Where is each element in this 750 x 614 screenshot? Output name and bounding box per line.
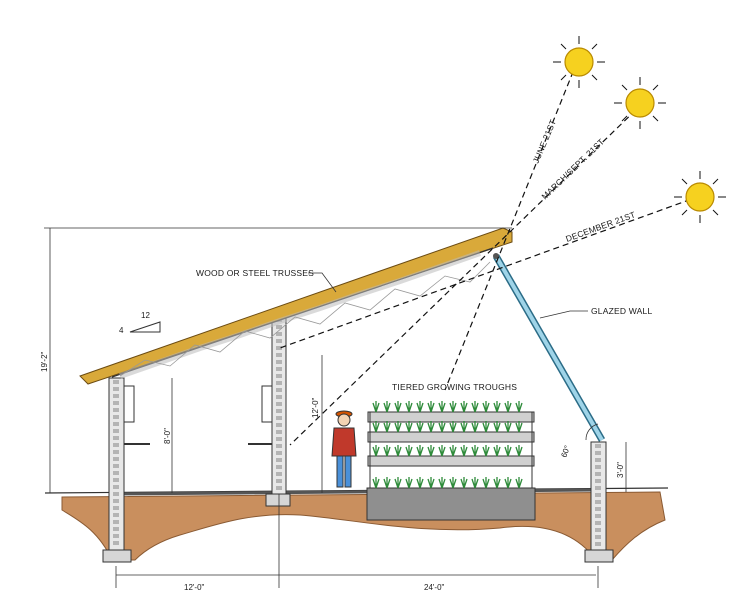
plant-tuft xyxy=(383,445,391,457)
sun-june-icon xyxy=(553,36,605,88)
plant-tuft xyxy=(493,477,501,489)
sun-december-icon xyxy=(674,171,726,223)
plant-tuft xyxy=(460,401,468,413)
footing-right xyxy=(584,549,614,563)
plant-tuft xyxy=(372,401,380,413)
plant-tuft xyxy=(416,401,424,413)
trough-tier-3 xyxy=(367,455,535,467)
dim-width-right-label: 24'-0" xyxy=(424,583,445,592)
plant-tuft xyxy=(515,421,523,433)
dim-overall-height-label: 19'-2" xyxy=(40,351,49,372)
plant-tuft xyxy=(438,477,446,489)
plant-tuft xyxy=(482,477,490,489)
plant-tuft xyxy=(449,445,457,457)
pitch-run: 12 xyxy=(141,311,150,320)
plant-tuft xyxy=(438,445,446,457)
plant-tuft xyxy=(383,477,391,489)
plant-tuft xyxy=(427,421,435,433)
plant-tuft xyxy=(383,401,391,413)
label-glazed-wall: GLAZED WALL xyxy=(591,306,652,316)
wall-left xyxy=(108,377,125,551)
plant-tuft xyxy=(394,421,402,433)
glazing-anchor-top xyxy=(493,253,499,259)
plant-tuft xyxy=(416,445,424,457)
plant-tuft xyxy=(427,445,435,457)
dim-kneewall-label: 3'-0" xyxy=(616,462,625,478)
label-june: JUNE 21ST xyxy=(531,118,558,165)
plant-tuft xyxy=(427,401,435,413)
window-mid xyxy=(261,385,273,423)
plant-rows xyxy=(372,401,523,489)
label-december: DECEMBER 21ST xyxy=(564,209,636,244)
label-troughs: TIERED GROWING TROUGHS xyxy=(392,382,517,392)
roof-pitch-triangle xyxy=(129,321,161,333)
plant-tuft xyxy=(438,421,446,433)
trough-tier-1 xyxy=(367,411,535,423)
sun-march-icon xyxy=(614,77,666,129)
trough-base xyxy=(366,487,536,521)
plant-tuft xyxy=(405,401,413,413)
plant-tuft xyxy=(372,445,380,457)
plant-tuft xyxy=(438,401,446,413)
dim-width-left-label: 12'-0" xyxy=(184,583,205,592)
plant-tuft xyxy=(515,445,523,457)
plant-tuft xyxy=(493,421,501,433)
plant-tuft xyxy=(504,421,512,433)
plant-tuft xyxy=(471,401,479,413)
plant-tuft xyxy=(449,421,457,433)
plant-tuft xyxy=(394,401,402,413)
ray-june xyxy=(444,61,578,391)
plant-tuft xyxy=(482,421,490,433)
trough-tier-2 xyxy=(367,431,535,443)
label-trusses: WOOD OR STEEL TRUSSES xyxy=(196,268,314,278)
plant-tuft xyxy=(416,421,424,433)
plant-tuft xyxy=(416,477,424,489)
plant-tuft xyxy=(504,477,512,489)
plant-tuft xyxy=(383,421,391,433)
plant-tuft xyxy=(515,401,523,413)
plant-tuft xyxy=(515,477,523,489)
window-left xyxy=(123,385,135,423)
kneewall-right xyxy=(590,441,607,551)
pitch-rise: 4 xyxy=(119,326,124,335)
dim-glazing-angle-label: 60° xyxy=(559,444,572,458)
truss-web xyxy=(119,250,481,379)
ray-december xyxy=(279,195,701,349)
footing-mid xyxy=(265,493,291,507)
plant-tuft xyxy=(460,445,468,457)
plant-tuft xyxy=(460,477,468,489)
roof xyxy=(79,227,513,385)
plant-tuft xyxy=(449,401,457,413)
label-march-sept: MARCH/SEPT. 21ST xyxy=(539,137,606,202)
plant-tuft xyxy=(504,445,512,457)
plant-tuft xyxy=(394,477,402,489)
plant-tuft xyxy=(405,445,413,457)
plant-tuft xyxy=(372,421,380,433)
ray-march xyxy=(289,102,644,446)
plant-tuft xyxy=(449,477,457,489)
plant-tuft xyxy=(493,445,501,457)
dim-wall-left-label: 8'-0" xyxy=(163,428,172,444)
plant-tuft xyxy=(493,401,501,413)
plant-tuft xyxy=(405,421,413,433)
footing-left xyxy=(102,549,132,563)
person-figure xyxy=(331,410,357,488)
plant-tuft xyxy=(405,477,413,489)
plant-tuft xyxy=(460,421,468,433)
plant-tuft xyxy=(504,401,512,413)
plant-tuft xyxy=(482,445,490,457)
plant-tuft xyxy=(394,445,402,457)
dim-wall-mid-label: 12'-0" xyxy=(311,397,320,418)
plant-tuft xyxy=(482,401,490,413)
plant-tuft xyxy=(427,477,435,489)
plant-tuft xyxy=(471,477,479,489)
plant-tuft xyxy=(471,445,479,457)
plant-tuft xyxy=(471,421,479,433)
plant-tuft xyxy=(372,477,380,489)
ground-soil xyxy=(61,491,666,561)
